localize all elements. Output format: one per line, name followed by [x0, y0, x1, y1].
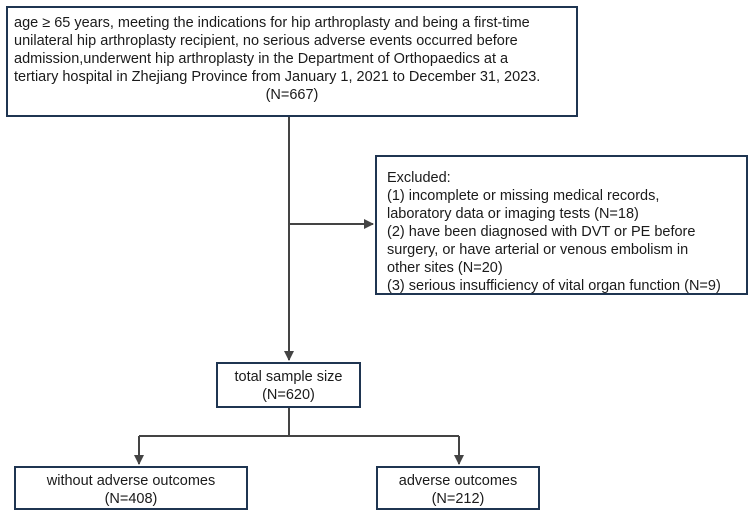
- eligibility-line: tertiary hospital in Zhejiang Province f…: [14, 69, 541, 85]
- eligibility-box: age ≥ 65 years, meeting the indications …: [6, 6, 578, 117]
- excluded-box: Excluded: (1) incomplete or missing medi…: [375, 155, 748, 295]
- without-adverse-label: without adverse outcomes: [46, 473, 216, 489]
- total-sample-box: total sample size (N=620): [216, 362, 361, 408]
- without-adverse-box: without adverse outcomes (N=408): [14, 466, 248, 510]
- adverse-count: (N=212): [431, 491, 485, 507]
- eligibility-count: (N=667): [265, 87, 319, 103]
- total-sample-count: (N=620): [262, 387, 315, 403]
- adverse-label: adverse outcomes: [398, 473, 518, 489]
- excluded-line: (2) have been diagnosed with DVT or PE b…: [387, 224, 696, 240]
- total-sample-label: total sample size: [234, 369, 343, 385]
- adverse-box: adverse outcomes (N=212): [376, 466, 540, 510]
- eligibility-line: unilateral hip arthroplasty recipient, n…: [14, 33, 518, 49]
- eligibility-line: age ≥ 65 years, meeting the indications …: [14, 15, 530, 31]
- eligibility-line: admission,underwent hip arthroplasty in …: [14, 51, 509, 67]
- excluded-line: laboratory data or imaging tests (N=18): [387, 206, 639, 222]
- excluded-line: (3) serious insufficiency of vital organ…: [387, 278, 721, 294]
- excluded-line: surgery, or have arterial or venous embo…: [387, 242, 689, 258]
- without-adverse-count: (N=408): [104, 491, 158, 507]
- excluded-heading: Excluded:: [387, 170, 451, 186]
- excluded-line: (1) incomplete or missing medical record…: [387, 188, 660, 204]
- excluded-line: other sites (N=20): [387, 260, 503, 276]
